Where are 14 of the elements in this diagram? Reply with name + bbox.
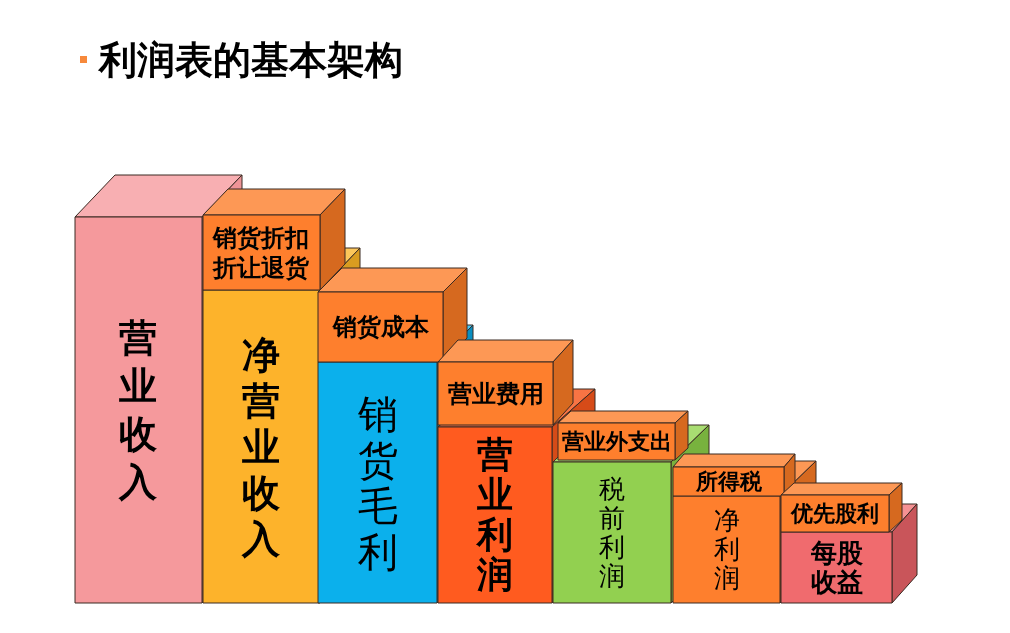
- block-label: 营业外支出: [561, 428, 672, 455]
- block-label: 销货成本: [332, 312, 429, 342]
- block-label: 销货毛利: [356, 390, 399, 575]
- block-label: 每股收益: [809, 538, 864, 597]
- block-label: 税前利润: [598, 474, 626, 591]
- block-label: 营业费用: [447, 378, 544, 409]
- block-label: 销货折扣折让退货: [212, 222, 311, 283]
- block-label: 所得税: [695, 468, 762, 495]
- block-label: 营业收入: [117, 315, 159, 506]
- block-label: 营业利润: [475, 435, 514, 595]
- slide-title: 利润表的基本架构: [99, 37, 403, 83]
- block-label: 优先股利: [791, 500, 879, 527]
- block-label: 净营业收入: [240, 331, 282, 562]
- block-label: 净利润: [712, 506, 741, 593]
